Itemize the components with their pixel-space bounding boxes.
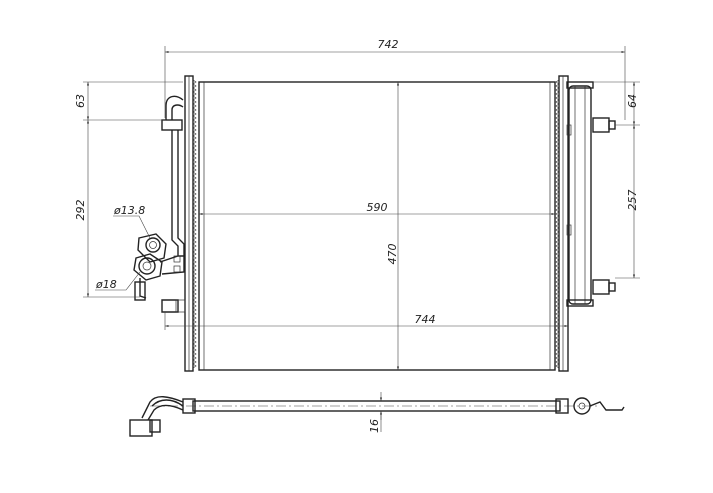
dimension-lines [83, 46, 640, 370]
dim-mount-width: 744 [415, 313, 436, 326]
large-port-fitting [138, 257, 156, 275]
dim-left-top-offset: 63 [74, 94, 87, 108]
condenser-core [198, 81, 556, 371]
dim-overall-width: 742 [378, 38, 399, 51]
dim-right-vertical: 257 [626, 190, 639, 211]
receiver-drier [568, 85, 592, 305]
dim-large-port-diameter: ø18 [95, 278, 117, 291]
right-header-tank [555, 75, 616, 372]
left-pipe-assembly [133, 95, 186, 313]
small-port-fitting [145, 237, 161, 253]
dim-small-port-diameter: ø13.8 [113, 204, 145, 217]
dim-thickness: 16 [368, 419, 381, 433]
left-header-tank [184, 75, 197, 372]
side-view [129, 392, 625, 437]
dim-core-width: 590 [367, 201, 388, 214]
dim-core-height: 470 [386, 244, 399, 265]
front-view [133, 75, 616, 372]
dim-left-vertical: 292 [74, 200, 87, 221]
dim-right-top-offset: 64 [626, 94, 639, 108]
